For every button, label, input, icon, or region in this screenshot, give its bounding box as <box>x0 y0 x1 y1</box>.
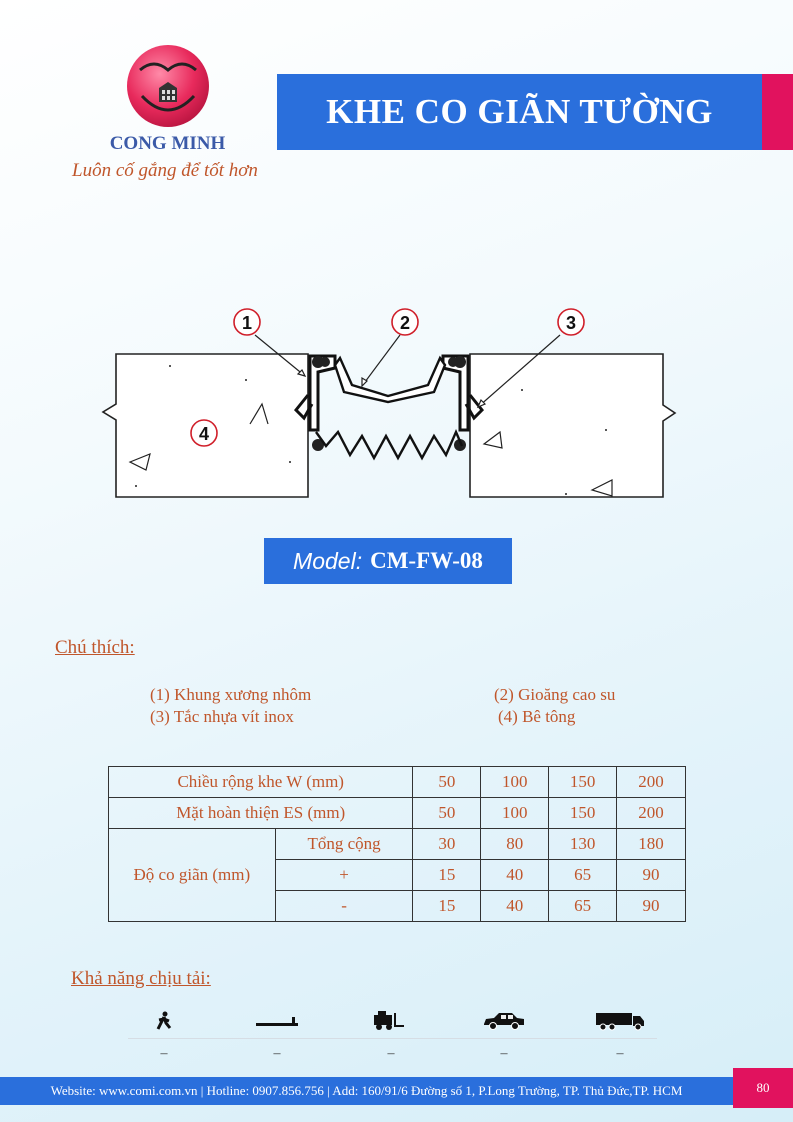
table-cell: Tổng cộng <box>274 828 414 860</box>
table-cell: 40 <box>480 890 550 922</box>
note-item: (4) Bê tông <box>498 707 576 726</box>
title-banner: KHE CO GIÃN TƯỜNG <box>277 74 762 150</box>
table-row: + 15 40 65 90 <box>109 859 686 891</box>
table-cell: + <box>274 859 414 891</box>
table-cell: 200 <box>616 797 686 829</box>
load-capacity-row: – – – – – <box>120 1008 665 1068</box>
brand-name: CONG MINH <box>109 133 226 154</box>
brand-slogan: Luôn cố gắng để tốt hơn <box>72 160 258 181</box>
page-title: KHE CO GIÃN TƯỜNG <box>326 92 713 131</box>
table-row: - 15 40 65 90 <box>109 890 686 922</box>
joint-drawing: 1 2 3 4 <box>101 308 677 498</box>
load-value: – <box>387 1046 395 1061</box>
table-cell: 50 <box>412 797 482 829</box>
model-label: Model: <box>293 547 363 574</box>
load-divider <box>128 1038 657 1039</box>
table-cell: 65 <box>548 859 618 891</box>
load-value: – <box>160 1046 168 1061</box>
forklift-icon <box>372 1008 406 1034</box>
pedestrian-icon <box>152 1008 176 1034</box>
table-cell: Mặt hoàn thiện ES (mm) <box>107 797 414 829</box>
load-value: – <box>273 1046 281 1061</box>
table-cell: 100 <box>480 797 550 829</box>
load-heading: Khả năng chịu tải: <box>71 968 211 989</box>
table-row: Độ co giãn (mm) Tổng cộng 30 80 130 180 <box>108 828 686 922</box>
callout-2: 2 <box>400 313 410 333</box>
table-cell: 130 <box>548 828 618 860</box>
note-item: (3) Tắc nhựa vít inox <box>150 707 294 726</box>
table-cell: - <box>274 890 414 922</box>
table-cell: 40 <box>480 859 550 891</box>
load-value: – <box>616 1046 624 1061</box>
table-cell: Chiều rộng khe W (mm) <box>107 766 414 798</box>
truck-icon <box>594 1008 646 1034</box>
title-accent <box>762 74 793 150</box>
load-value: – <box>500 1046 508 1061</box>
spec-table: Chiều rộng khe W (mm) 50 100 150 200 Mặt… <box>107 766 686 922</box>
model-code: CM-FW-08 <box>370 548 483 573</box>
model-badge: Model: CM-FW-08 <box>264 538 512 584</box>
table-cell: 50 <box>412 766 482 798</box>
table-cell: 180 <box>616 828 686 860</box>
table-cell: 100 <box>480 766 550 798</box>
table-cell: Độ co giãn (mm) <box>108 828 276 922</box>
table-cell: 90 <box>616 890 686 922</box>
car-icon <box>482 1008 526 1034</box>
table-row: Mặt hoàn thiện ES (mm) 50 100 150 200 <box>107 797 686 829</box>
callout-3: 3 <box>566 313 576 333</box>
table-cell: 15 <box>412 859 482 891</box>
note-item: (1) Khung xương nhôm <box>150 685 312 704</box>
note-item: (2) Gioăng cao su <box>494 685 616 704</box>
callout-1: 1 <box>242 313 252 333</box>
wheelchair-ramp-icon <box>254 1008 300 1034</box>
table-cell: 150 <box>548 797 618 829</box>
table-cell: 150 <box>548 766 618 798</box>
table-row: Chiều rộng khe W (mm) 50 100 150 200 <box>107 766 686 798</box>
footer-contact: Website: www.comi.com.vn | Hotline: 0907… <box>0 1077 733 1105</box>
table-cell: 15 <box>412 890 482 922</box>
company-logo <box>127 45 209 127</box>
callout-4: 4 <box>199 424 209 444</box>
table-cell: 90 <box>616 859 686 891</box>
table-cell: 30 <box>412 828 482 860</box>
table-cell: 65 <box>548 890 618 922</box>
page-number: 80 <box>733 1068 793 1108</box>
notes-heading: Chú thích: <box>55 637 135 658</box>
table-cell: 200 <box>616 766 686 798</box>
table-cell: 80 <box>480 828 550 860</box>
